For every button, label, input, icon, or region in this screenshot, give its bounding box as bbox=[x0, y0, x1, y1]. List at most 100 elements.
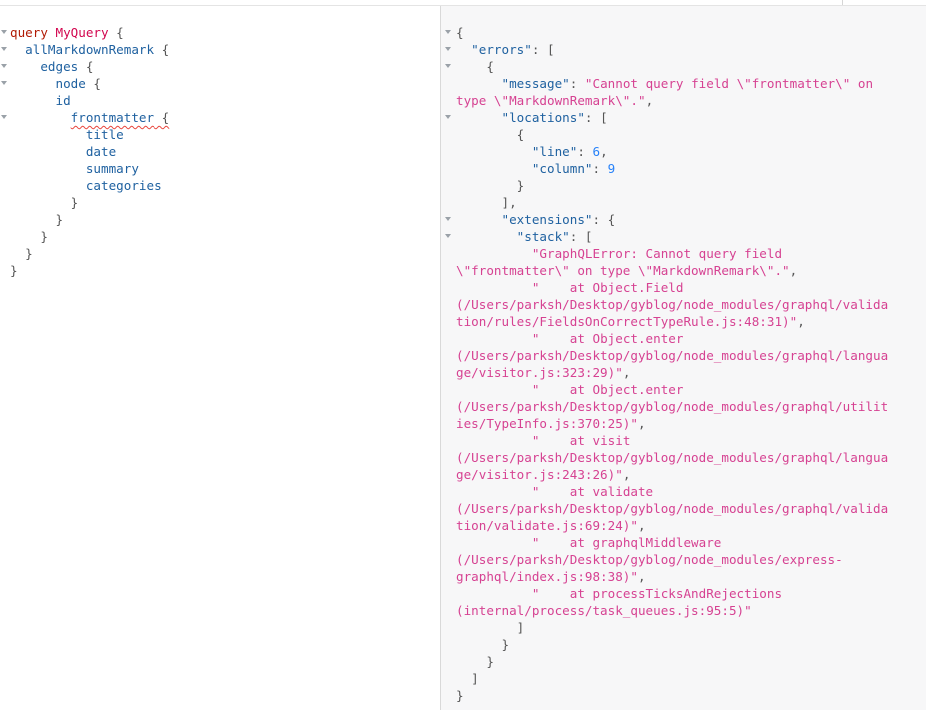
result-token bbox=[456, 484, 532, 499]
result-token: " at visit bbox=[531, 433, 631, 448]
result-token: ], bbox=[456, 195, 517, 210]
result-token: (/Users/parksh/Desktop/gyblog/node_modul… bbox=[456, 348, 889, 363]
query-token: node bbox=[55, 76, 86, 91]
result-token: tion/validate.js:69:24)" bbox=[456, 518, 638, 533]
query-line: summary bbox=[10, 160, 139, 177]
result-line: "locations": [ bbox=[456, 109, 608, 126]
query-token: { bbox=[85, 76, 102, 91]
result-token: ] bbox=[456, 620, 525, 635]
result-line: \"frontmatter\" on type \"MarkdownRemark… bbox=[456, 262, 797, 279]
result-token: } bbox=[456, 637, 510, 652]
result-line: " at Object.enter bbox=[456, 330, 684, 347]
result-line: ge/visitor.js:243:26)", bbox=[456, 466, 630, 483]
result-token: graphql/index.js:98:38)" bbox=[456, 569, 638, 584]
fold-arrow-icon[interactable] bbox=[444, 232, 452, 240]
query-line: date bbox=[10, 143, 116, 160]
query-token bbox=[10, 161, 86, 176]
result-token: , bbox=[622, 365, 631, 380]
result-line: "GraphQLError: Cannot query field bbox=[456, 245, 782, 262]
result-token: "locations" bbox=[501, 110, 585, 125]
result-viewer: { "errors": [ { "message": "Cannot query… bbox=[441, 6, 926, 710]
query-token: } bbox=[10, 263, 18, 278]
result-line: } bbox=[456, 177, 525, 194]
result-line: "line": 6, bbox=[456, 143, 608, 160]
result-line: " at Object.Field bbox=[456, 279, 684, 296]
result-line: " at visit bbox=[456, 432, 631, 449]
result-token: , bbox=[622, 467, 631, 482]
result-token: } bbox=[456, 178, 525, 193]
query-editor[interactable]: query MyQuery { allMarkdownRemark { edge… bbox=[0, 6, 440, 710]
fold-arrow-icon[interactable] bbox=[0, 45, 8, 53]
result-token: , bbox=[637, 416, 646, 431]
result-line: (/Users/parksh/Desktop/gyblog/node_modul… bbox=[456, 296, 888, 313]
result-line: " at processTicksAndRejections bbox=[456, 585, 782, 602]
result-token: , bbox=[600, 144, 608, 159]
result-line: " at validate bbox=[456, 483, 653, 500]
query-line: frontmatter { bbox=[10, 109, 170, 126]
pane-divider[interactable] bbox=[440, 6, 441, 710]
fold-arrow-icon[interactable] bbox=[0, 113, 8, 121]
result-line: " at graphqlMiddleware bbox=[456, 534, 722, 551]
query-line: } bbox=[10, 228, 48, 245]
fold-arrow-icon[interactable] bbox=[0, 62, 8, 70]
result-token bbox=[456, 246, 532, 261]
toolbar-divider bbox=[842, 0, 843, 5]
query-token: id bbox=[55, 93, 71, 108]
result-token bbox=[456, 110, 502, 125]
result-line: } bbox=[456, 636, 509, 653]
result-line: (/Users/parksh/Desktop/gyblog/node_modul… bbox=[456, 551, 843, 568]
fold-arrow-icon[interactable] bbox=[444, 215, 452, 223]
query-line: allMarkdownRemark { bbox=[10, 41, 169, 58]
fold-arrow-icon[interactable] bbox=[444, 45, 452, 53]
result-token: " at Object.enter bbox=[531, 331, 684, 346]
query-token: query bbox=[10, 25, 48, 40]
result-token: } bbox=[456, 688, 464, 703]
result-token: (internal/process/task_queues.js:95:5)" bbox=[456, 603, 752, 618]
query-token: } bbox=[10, 229, 48, 244]
fold-arrow-icon[interactable] bbox=[0, 28, 8, 36]
query-token: { bbox=[154, 110, 170, 125]
result-token: " at validate bbox=[531, 484, 654, 499]
result-token bbox=[456, 382, 532, 397]
result-token: : { bbox=[592, 212, 616, 227]
query-token bbox=[48, 25, 56, 40]
fold-arrow-icon[interactable] bbox=[444, 113, 452, 121]
result-token: { bbox=[456, 25, 464, 40]
result-token bbox=[456, 42, 471, 57]
result-token: (/Users/parksh/Desktop/gyblog/node_modul… bbox=[456, 552, 843, 567]
fold-arrow-icon[interactable] bbox=[444, 62, 452, 70]
result-token: , bbox=[645, 93, 654, 108]
fold-arrow-icon[interactable] bbox=[0, 79, 8, 87]
result-token: (/Users/parksh/Desktop/gyblog/node_modul… bbox=[456, 399, 889, 414]
result-token: "errors" bbox=[471, 42, 532, 57]
result-line: (internal/process/task_queues.js:95:5)" bbox=[456, 602, 752, 619]
fold-arrow-icon[interactable] bbox=[444, 28, 452, 36]
query-token bbox=[10, 93, 56, 108]
query-token: allMarkdownRemark bbox=[25, 42, 155, 57]
query-line: } bbox=[10, 194, 79, 211]
result-token bbox=[456, 144, 532, 159]
result-token bbox=[456, 535, 532, 550]
query-token bbox=[10, 110, 71, 125]
result-token: "Cannot query field \"frontmatter\" on bbox=[584, 76, 874, 91]
result-line: } bbox=[456, 653, 494, 670]
result-token: "extensions" bbox=[501, 212, 593, 227]
result-token: , bbox=[637, 569, 646, 584]
result-token: : [ bbox=[584, 110, 608, 125]
result-token: " at processTicksAndRejections bbox=[531, 586, 783, 601]
result-token: (/Users/parksh/Desktop/gyblog/node_modul… bbox=[456, 297, 889, 312]
query-line: edges { bbox=[10, 58, 93, 75]
result-line: { bbox=[456, 58, 494, 75]
result-token bbox=[456, 586, 532, 601]
query-token: { bbox=[78, 59, 94, 74]
query-line: } bbox=[10, 262, 18, 279]
query-token bbox=[10, 127, 86, 142]
result-line: "extensions": { bbox=[456, 211, 616, 228]
result-line: tion/validate.js:69:24)", bbox=[456, 517, 646, 534]
result-token: ] bbox=[456, 671, 479, 686]
result-token bbox=[456, 433, 532, 448]
result-token: 6 bbox=[592, 144, 601, 159]
result-token: : bbox=[577, 144, 593, 159]
result-token: \"frontmatter\" on type \"MarkdownRemark… bbox=[456, 263, 790, 278]
result-token: tion/rules/FieldsOnCorrectTypeRule.js:48… bbox=[456, 314, 798, 329]
